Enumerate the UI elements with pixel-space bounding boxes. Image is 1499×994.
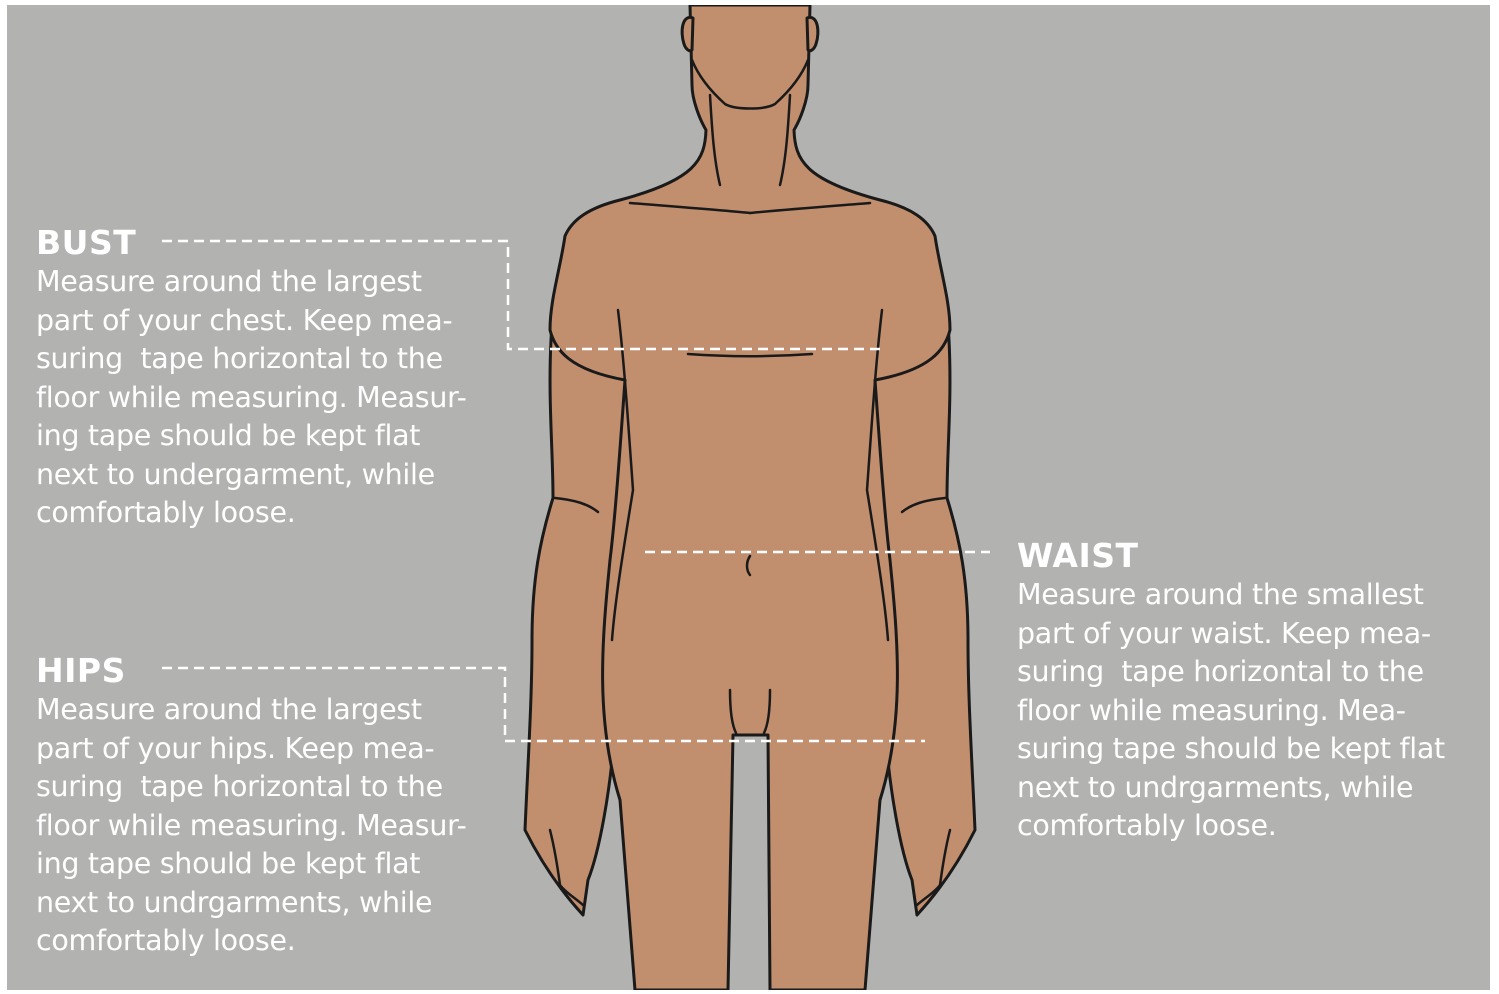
- right-ear: [807, 17, 818, 50]
- hips-line-6: next to undrgarments, while: [36, 884, 467, 923]
- waist-line-4: floor while measuring. Mea-: [1017, 692, 1445, 731]
- hips-line-4: floor while measuring. Measur-: [36, 807, 467, 846]
- hips-line-3: suring tape horizontal to the: [36, 768, 467, 807]
- bust-line-7: comfortably loose.: [36, 494, 467, 533]
- hips-line-2: part of your hips. Keep mea-: [36, 730, 467, 769]
- bust-section: BUST Measure around the largest part of …: [36, 223, 467, 533]
- waist-line-1: Measure around the smallest: [1017, 576, 1445, 615]
- bust-line-2: part of your chest. Keep mea-: [36, 302, 467, 341]
- bust-line-6: next to undergarment, while: [36, 456, 467, 495]
- left-ear: [682, 17, 693, 50]
- waist-line-2: part of your waist. Keep mea-: [1017, 615, 1445, 654]
- measurement-guide-panel: BUST Measure around the largest part of …: [7, 5, 1490, 990]
- bust-line-4: floor while measuring. Measur-: [36, 379, 467, 418]
- bust-line-5: ing tape should be kept flat: [36, 417, 467, 456]
- waist-line-7: comfortably loose.: [1017, 807, 1445, 846]
- hips-line-7: comfortably loose.: [36, 922, 467, 961]
- waist-line-6: next to undrgarments, while: [1017, 769, 1445, 808]
- waist-section: WAIST Measure around the smallest part o…: [1017, 536, 1445, 846]
- hips-line-5: ing tape should be kept flat: [36, 845, 467, 884]
- waist-line-3: suring tape horizontal to the: [1017, 653, 1445, 692]
- hips-section: HIPS Measure around the largest part of …: [36, 651, 467, 961]
- waist-line-5: suring tape should be kept flat: [1017, 730, 1445, 769]
- hips-line-1: Measure around the largest: [36, 691, 467, 730]
- bust-title: BUST: [36, 223, 467, 263]
- bust-line-1: Measure around the largest: [36, 263, 467, 302]
- bust-line-3: suring tape horizontal to the: [36, 340, 467, 379]
- waist-title: WAIST: [1017, 536, 1445, 576]
- hips-title: HIPS: [36, 651, 467, 691]
